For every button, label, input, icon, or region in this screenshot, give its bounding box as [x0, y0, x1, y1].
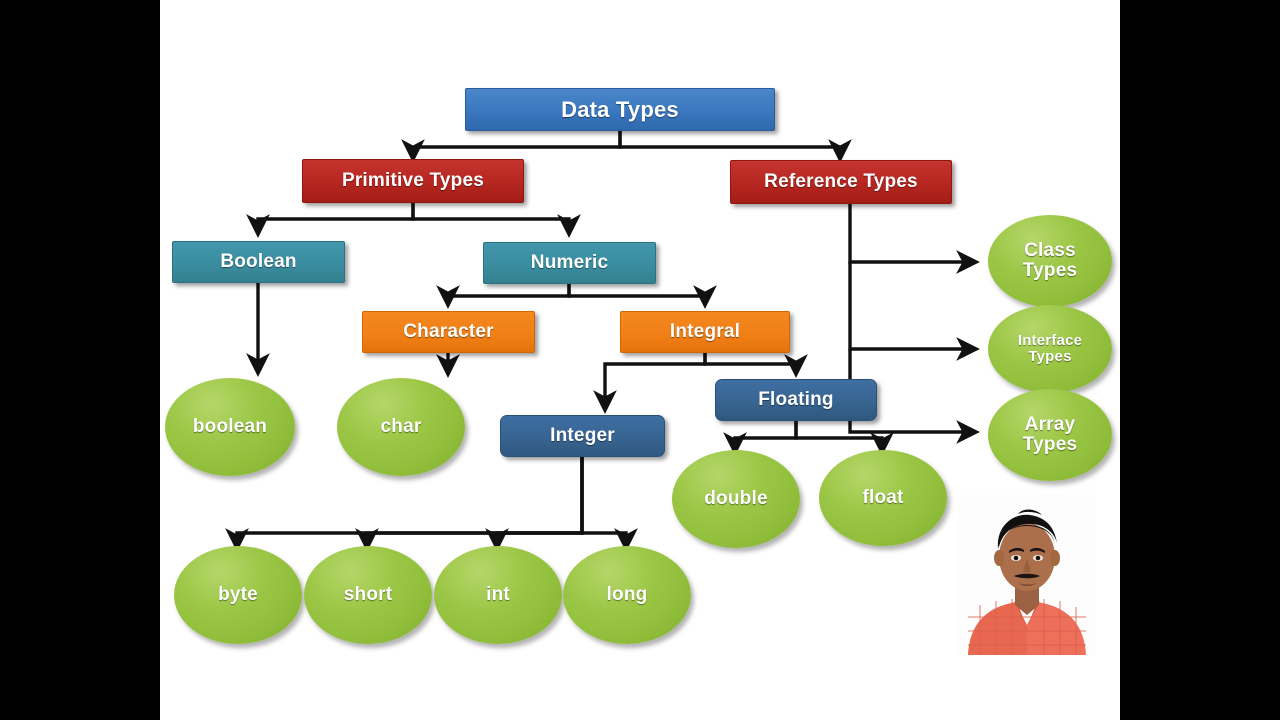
- node-label-line2: Types: [1022, 260, 1078, 281]
- node-label-line1: Array: [1024, 414, 1076, 436]
- edge-primitive-boolean: [246, 203, 415, 238]
- diagram-canvas: Data Types Primitive Types Reference Typ…: [160, 0, 1120, 720]
- node-label-line2: Types: [1028, 348, 1072, 365]
- node-character[interactable]: Character: [362, 311, 535, 353]
- node-long-leaf[interactable]: long: [563, 546, 691, 644]
- node-char-leaf[interactable]: char: [337, 378, 465, 476]
- edge-integral-floating: [703, 353, 808, 378]
- node-label: Integral: [669, 321, 741, 343]
- node-label: Primitive Types: [341, 170, 485, 192]
- node-floating[interactable]: Floating: [715, 379, 877, 421]
- edge-floating-double: [723, 421, 798, 456]
- node-numeric[interactable]: Numeric: [483, 242, 656, 284]
- edge-integral-integer: [593, 353, 707, 414]
- node-class-types[interactable]: Class Types: [988, 215, 1112, 307]
- edge-root-primitive: [401, 131, 622, 163]
- node-label: short: [343, 584, 393, 606]
- edge-integer-int: [485, 457, 584, 552]
- node-array-types[interactable]: Array Types: [988, 389, 1112, 481]
- edge-numeric-character: [436, 284, 571, 309]
- node-integer[interactable]: Integer: [500, 415, 665, 457]
- node-label: Integer: [550, 425, 615, 447]
- node-label: double: [704, 488, 768, 510]
- edge-root-reference: [618, 131, 852, 163]
- node-data-types[interactable]: Data Types: [465, 88, 775, 131]
- edge-reference-class: [848, 203, 980, 274]
- node-label: Reference Types: [764, 171, 918, 193]
- presenter-webcam-photo: [958, 495, 1096, 655]
- edge-reference-interface: [848, 262, 980, 361]
- node-label: float: [862, 487, 904, 509]
- node-label: long: [606, 584, 648, 606]
- node-label: byte: [218, 584, 258, 606]
- presenter-portrait-icon: [958, 495, 1096, 655]
- node-label: char: [380, 416, 422, 438]
- node-label: int: [486, 584, 510, 606]
- edge-numeric-integral: [567, 284, 717, 309]
- node-label-line1: Class: [1024, 240, 1076, 262]
- node-float-leaf[interactable]: float: [819, 450, 947, 546]
- edge-primitive-numeric: [411, 203, 581, 238]
- letterbox-right: [1120, 0, 1280, 720]
- connector-lines-layer: [225, 131, 980, 552]
- node-interface-types[interactable]: Interface Types: [988, 305, 1112, 393]
- node-int-leaf[interactable]: int: [434, 546, 562, 644]
- node-label-line2: Types: [1022, 434, 1078, 455]
- edge-floating-float: [794, 421, 894, 456]
- node-label: Boolean: [220, 251, 297, 273]
- node-boolean-group[interactable]: Boolean: [172, 241, 345, 283]
- node-label: Floating: [758, 389, 834, 411]
- node-boolean-leaf[interactable]: boolean: [165, 378, 295, 476]
- edge-reference-array: [848, 349, 980, 444]
- node-label: Numeric: [530, 252, 609, 274]
- node-integral[interactable]: Integral: [620, 311, 790, 353]
- node-primitive-types[interactable]: Primitive Types: [302, 159, 524, 203]
- node-label: boolean: [192, 416, 268, 438]
- letterbox-left: [0, 0, 160, 720]
- node-double-leaf[interactable]: double: [672, 450, 800, 548]
- node-reference-types[interactable]: Reference Types: [730, 160, 952, 204]
- node-label: Data Types: [561, 96, 679, 122]
- node-short-leaf[interactable]: short: [304, 546, 432, 644]
- node-label: Character: [403, 321, 494, 343]
- node-byte-leaf[interactable]: byte: [174, 546, 302, 644]
- node-label-line1: Interface: [1017, 332, 1083, 350]
- edge-integer-long: [580, 457, 638, 552]
